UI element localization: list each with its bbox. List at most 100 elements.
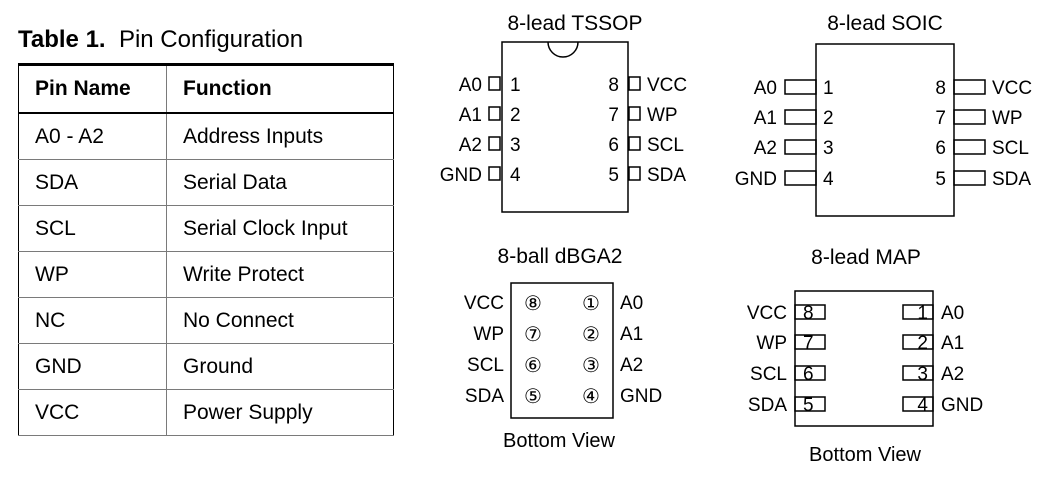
pin-lead	[784, 139, 817, 155]
ball-label: SDA	[465, 386, 504, 407]
function-cell: Power Supply	[166, 389, 394, 436]
pin-lead	[953, 79, 986, 95]
ball-marker: ⑤	[524, 386, 542, 408]
pin-number: 2	[823, 108, 834, 129]
ball-label: A2	[620, 355, 643, 376]
pad-label: SCL	[750, 364, 787, 385]
pin-label: SCL	[647, 135, 684, 156]
pin-number: 3	[510, 135, 521, 156]
pin-label: A0	[459, 75, 482, 96]
pin-number: 4	[823, 169, 834, 190]
table-caption-number: Table 1.	[18, 26, 106, 53]
table-row: WP Write Protect	[18, 251, 394, 298]
pin-label: SDA	[647, 165, 686, 186]
column-header-pin-name: Pin Name	[18, 64, 167, 114]
pin-label: A0	[754, 78, 777, 99]
pin-number: 3	[823, 138, 834, 159]
pin-lead	[628, 166, 641, 181]
pin-label: A2	[459, 135, 482, 156]
pin-label: SCL	[992, 138, 1029, 159]
pad-label: A1	[941, 333, 964, 354]
map-body	[794, 290, 934, 427]
ball-label: WP	[473, 324, 504, 345]
tssop-package: 8-lead TSSOP A0 A1 A2 GND 1 2 3 4	[440, 12, 687, 213]
soic-body	[815, 43, 955, 217]
pin-lead	[784, 170, 817, 186]
pad-label: A2	[941, 364, 964, 385]
pad-number: 4	[917, 395, 928, 416]
tssop-left-pins: A0 A1 A2 GND 1 2 3 4	[440, 75, 521, 186]
pin-lead	[628, 106, 641, 121]
pin-label: A1	[459, 105, 482, 126]
pin-label: WP	[992, 108, 1023, 129]
pin-name-cell: A0 - A2	[18, 112, 167, 160]
function-cell: Serial Clock Input	[166, 205, 394, 252]
ball-label: VCC	[464, 293, 504, 314]
table-row: NC No Connect	[18, 297, 394, 344]
pin-number: 6	[935, 138, 946, 159]
pad-label: A0	[941, 303, 964, 324]
pin-lead	[488, 136, 501, 151]
soic-title: 8-lead SOIC	[827, 12, 943, 35]
pad-number: 2	[917, 333, 928, 354]
pin-configuration-table: Pin Name Function A0 - A2 Address Inputs…	[18, 63, 394, 436]
pin-number: 7	[608, 105, 619, 126]
pin-lead	[784, 79, 817, 95]
pin-label: VCC	[992, 78, 1032, 99]
map-bottom-view-label: Bottom View	[809, 444, 921, 466]
pin-label: A1	[754, 108, 777, 129]
pin-number: 7	[935, 108, 946, 129]
pad-label: WP	[756, 333, 787, 354]
pin-label: VCC	[647, 75, 687, 96]
pin-label: GND	[440, 165, 482, 186]
pad-number: 5	[803, 395, 814, 416]
ball-label: GND	[620, 386, 662, 407]
pin-lead	[488, 76, 501, 91]
function-cell: Write Protect	[166, 251, 394, 298]
pin-label: SDA	[992, 169, 1031, 190]
pad-number: 3	[917, 364, 928, 385]
pad	[902, 304, 934, 320]
table-row: SDA Serial Data	[18, 159, 394, 206]
tssop-title: 8-lead TSSOP	[507, 12, 642, 35]
table-row: GND Ground	[18, 343, 394, 390]
pin-number: 5	[608, 165, 619, 186]
ball-label: A1	[620, 324, 643, 345]
pin-number: 2	[510, 105, 521, 126]
table-row: A0 - A2 Address Inputs	[18, 112, 394, 160]
pad-label: VCC	[747, 303, 787, 324]
ball-marker: ⑦	[524, 324, 542, 346]
tssop-right-pins: 8 7 6 5 VCC WP SCL SDA	[608, 75, 687, 186]
dbga-body	[510, 282, 614, 419]
pin-label: GND	[735, 169, 777, 190]
pin-label: A2	[754, 138, 777, 159]
map-package: 8-lead MAP VCC WP SCL SDA 8 7 6 5 1 2 3 …	[747, 246, 983, 466]
soic-package: 8-lead SOIC A0 A1 A2 GND 1 2 3 4	[735, 12, 1032, 217]
column-header-function: Function	[166, 64, 394, 114]
pin-lead	[953, 139, 986, 155]
pin-lead	[628, 136, 641, 151]
dbga-package: 8-ball dBGA2 VCC WP SCL SDA ⑧ ⑦ ⑥ ⑤ ① ② …	[464, 245, 662, 452]
pin-number: 4	[510, 165, 521, 186]
ball-label: A0	[620, 293, 643, 314]
ball-marker: ④	[582, 386, 600, 408]
function-cell: Address Inputs	[166, 112, 394, 160]
pad-label: SDA	[748, 395, 787, 416]
ball-marker: ⑥	[524, 355, 542, 377]
pin-name-cell: SCL	[18, 205, 167, 252]
pin-lead	[953, 109, 986, 125]
dbga-title: 8-ball dBGA2	[498, 245, 623, 268]
pad	[794, 365, 826, 381]
soic-right-pins: 8 7 6 5 VCC WP SCL SDA	[935, 78, 1032, 190]
pin-name-cell: WP	[18, 251, 167, 298]
pin-lead	[488, 166, 501, 181]
pad-number: 7	[803, 333, 814, 354]
pad	[902, 396, 934, 412]
table-caption-text: Pin Configuration	[118, 26, 304, 53]
pin-name-cell: GND	[18, 343, 167, 390]
ball-label: SCL	[467, 355, 504, 376]
pad	[902, 334, 934, 350]
ball-marker: ⑧	[524, 293, 542, 315]
pin-number: 8	[608, 75, 619, 96]
